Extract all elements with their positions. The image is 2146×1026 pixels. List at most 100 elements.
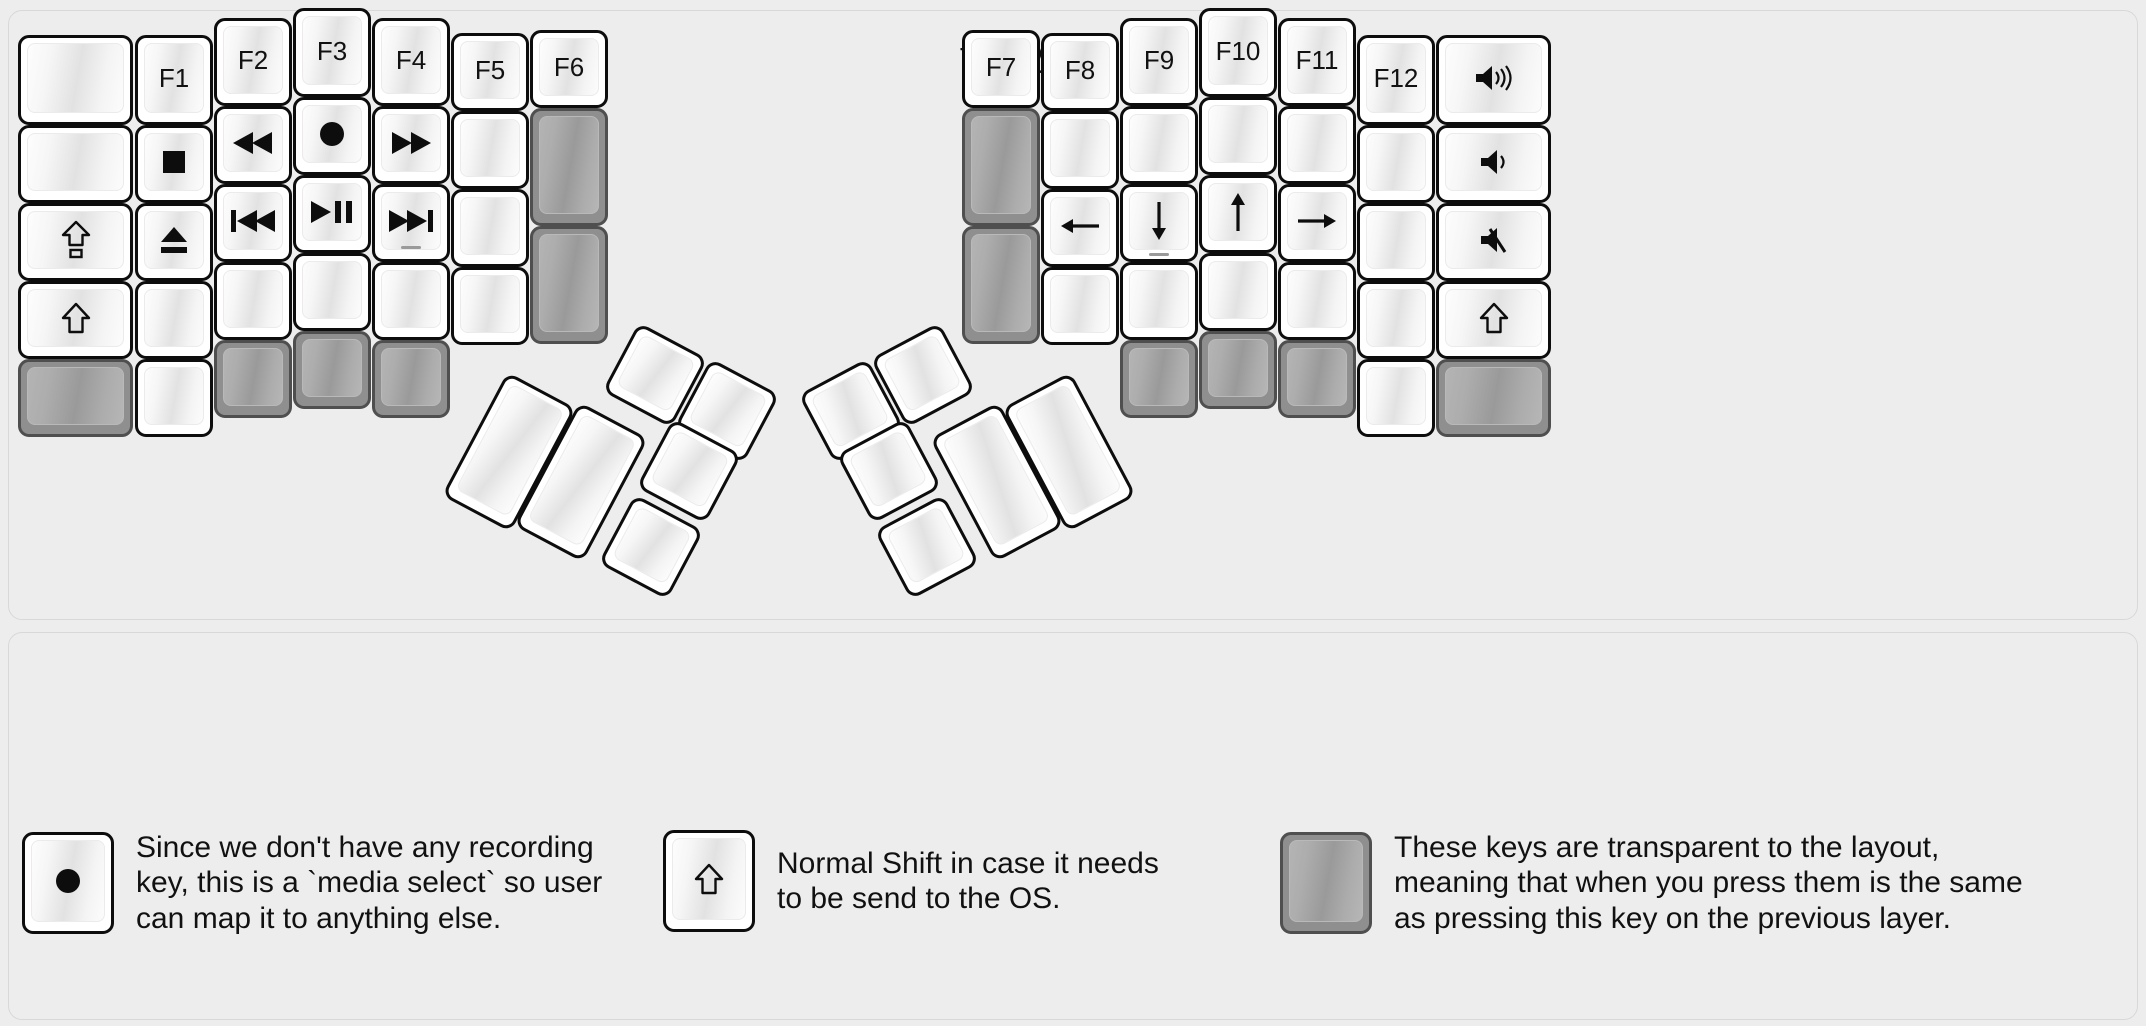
keycap-surface: [1287, 270, 1347, 328]
col-f3-key-1[interactable]: [293, 97, 371, 175]
col-f1-key-2[interactable]: [135, 203, 213, 281]
col-f5-key-1[interactable]: [451, 111, 529, 189]
keycap-surface: [223, 114, 283, 172]
col-pinky-outer-key-3[interactable]: [18, 281, 133, 359]
col-f1-key-1[interactable]: [135, 125, 213, 203]
col-f7-key-2[interactable]: [962, 226, 1040, 344]
keycap-surface: [615, 333, 697, 413]
col-f6-key-1[interactable]: [530, 108, 608, 226]
keycap-surface: [885, 505, 967, 585]
col-f10-key-4[interactable]: [1199, 331, 1277, 409]
legend-sample-key: [1280, 832, 1372, 935]
col-f4-key-1[interactable]: [372, 106, 450, 184]
col-f12-key-1[interactable]: [1357, 125, 1435, 203]
col-pinky-outer-key-0[interactable]: [18, 35, 133, 125]
col-f2-key-2[interactable]: [214, 184, 292, 262]
keycap-surface: [144, 211, 204, 269]
shift-icon: [694, 862, 724, 896]
keycap-surface: [1129, 348, 1189, 406]
col-pinky-outer-key-1[interactable]: [18, 125, 133, 203]
keycap-surface: [223, 270, 283, 328]
keycap-surface: [1129, 270, 1189, 328]
col-pinky-outer-right-key-1[interactable]: [1436, 125, 1551, 203]
arrow-left-icon: [1059, 214, 1101, 238]
col-f5-key-2[interactable]: [451, 189, 529, 267]
keycap-surface: [1445, 211, 1542, 269]
col-f3-key-2[interactable]: [293, 175, 371, 253]
col-f9-key-2[interactable]: [1120, 184, 1198, 262]
col-f6-key-0[interactable]: F6: [530, 30, 608, 108]
col-f4-key-3[interactable]: [372, 262, 450, 340]
keycap-surface: [460, 275, 520, 333]
keycap-surface: F11: [1287, 26, 1347, 94]
col-pinky-outer-right-key-0[interactable]: [1436, 35, 1551, 125]
col-f8-key-1[interactable]: [1041, 111, 1119, 189]
col-f9-key-1[interactable]: [1120, 106, 1198, 184]
keycap-surface: [1366, 289, 1426, 347]
col-pinky-outer-key-2[interactable]: [18, 203, 133, 281]
col-f5-key-3[interactable]: [451, 267, 529, 345]
shift-icon: [1479, 301, 1509, 335]
col-f2-key-0[interactable]: F2: [214, 18, 292, 106]
col-f11-key-1[interactable]: [1278, 106, 1356, 184]
col-f11-key-0[interactable]: F11: [1278, 18, 1356, 106]
col-f2-key-4[interactable]: [214, 340, 292, 418]
col-pinky-outer-right-key-4[interactable]: [1436, 359, 1551, 437]
col-f12-key-0[interactable]: F12: [1357, 35, 1435, 125]
keycap-surface: [1208, 261, 1268, 319]
keycap-surface: [1445, 289, 1542, 347]
keycap-surface: [611, 505, 693, 585]
col-f8-key-0[interactable]: F8: [1041, 33, 1119, 111]
col-f9-key-4[interactable]: [1120, 340, 1198, 418]
col-f12-key-2[interactable]: [1357, 203, 1435, 281]
col-pinky-outer-right-key-2[interactable]: [1436, 203, 1551, 281]
keycap-surface: [302, 261, 362, 319]
legend-description: These keys are transparent to the layout…: [1394, 831, 2023, 935]
keycap-surface: [302, 339, 362, 397]
col-f2-key-3[interactable]: [214, 262, 292, 340]
col-f3-key-4[interactable]: [293, 331, 371, 409]
keycap-surface: [460, 119, 520, 177]
col-f7-key-1[interactable]: [962, 108, 1040, 226]
col-f9-key-0[interactable]: F9: [1120, 18, 1198, 106]
col-pinky-outer-right-key-3[interactable]: [1436, 281, 1551, 359]
keycap-surface: [381, 348, 441, 406]
col-f8-key-2[interactable]: [1041, 189, 1119, 267]
col-f1-key-4[interactable]: [135, 359, 213, 437]
col-pinky-outer-key-4[interactable]: [18, 359, 133, 437]
col-f8-key-3[interactable]: [1041, 267, 1119, 345]
col-f4-key-2[interactable]: [372, 184, 450, 262]
col-f10-key-2[interactable]: [1199, 175, 1277, 253]
col-f4-key-4[interactable]: [372, 340, 450, 418]
col-f10-key-1[interactable]: [1199, 97, 1277, 175]
keycap-surface: [381, 270, 441, 328]
keycap-surface: [381, 114, 441, 172]
col-f2-key-1[interactable]: [214, 106, 292, 184]
col-f11-key-2[interactable]: [1278, 184, 1356, 262]
col-f11-key-4[interactable]: [1278, 340, 1356, 418]
col-f5-key-0[interactable]: F5: [451, 33, 529, 111]
col-f3-key-3[interactable]: [293, 253, 371, 331]
col-f12-key-3[interactable]: [1357, 281, 1435, 359]
col-f9-key-3[interactable]: [1120, 262, 1198, 340]
keycap-surface: [1366, 367, 1426, 425]
keycap-surface: [460, 197, 520, 255]
keycap-label: F4: [395, 45, 427, 75]
keycap-surface: [1287, 114, 1347, 172]
col-f10-key-0[interactable]: F10: [1199, 8, 1277, 97]
col-f11-key-3[interactable]: [1278, 262, 1356, 340]
legend-item: Normal Shift in case it needs to be send…: [663, 830, 1159, 932]
col-f3-key-0[interactable]: F3: [293, 8, 371, 97]
col-f7-key-0[interactable]: F7: [962, 30, 1040, 108]
keycap-surface: [1366, 211, 1426, 269]
col-f6-key-2[interactable]: [530, 226, 608, 344]
keycap-surface: [672, 838, 746, 920]
col-f1-key-3[interactable]: [135, 281, 213, 359]
keycap-label: F6: [553, 52, 585, 82]
col-f4-key-0[interactable]: F4: [372, 18, 450, 106]
col-f10-key-3[interactable]: [1199, 253, 1277, 331]
keycap-surface: [539, 116, 599, 214]
col-f12-key-4[interactable]: [1357, 359, 1435, 437]
keycap-surface: F3: [302, 16, 362, 85]
col-f1-key-0[interactable]: F1: [135, 35, 213, 125]
